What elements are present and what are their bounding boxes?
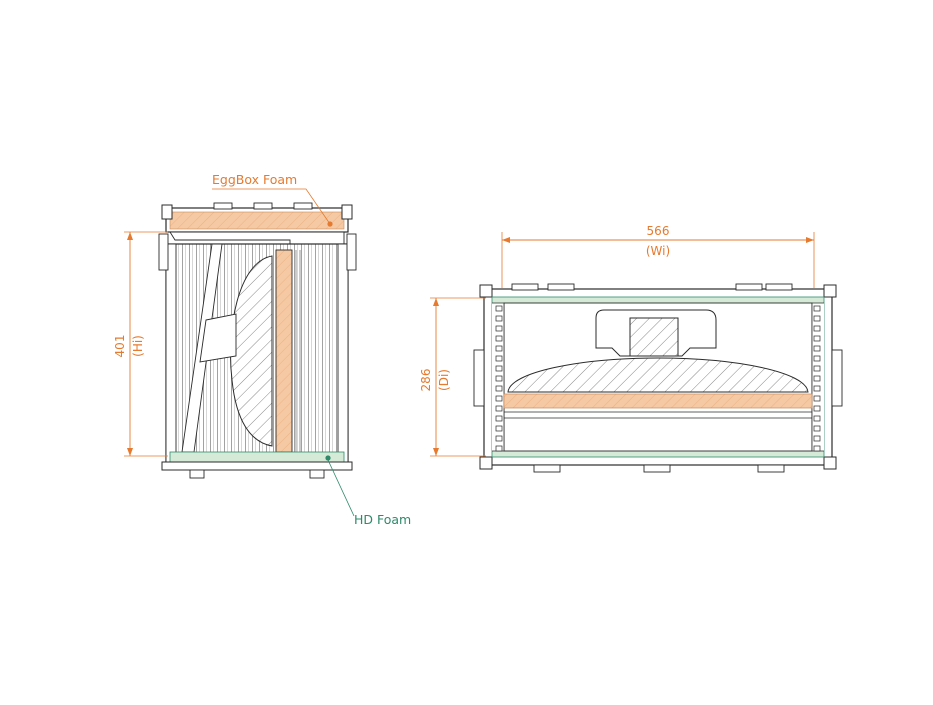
rib-tooth <box>813 435 821 442</box>
rib-tooth <box>495 355 503 362</box>
depth-code: (Di) <box>437 369 451 391</box>
height-code: (Hi) <box>131 335 145 357</box>
rib-tooth <box>495 425 503 432</box>
rib-tooth <box>495 415 503 422</box>
rib-tooth <box>813 415 821 422</box>
rib-tooth <box>813 425 821 432</box>
rib-tooth <box>813 405 821 412</box>
side-view-corner-tr <box>341 204 353 220</box>
front-view-eggbox-foam <box>503 393 813 409</box>
rib-tooth <box>495 375 503 382</box>
rib-tooth <box>495 315 503 322</box>
side-view-lid-hardware-1 <box>213 202 233 210</box>
rib-tooth <box>495 435 503 442</box>
rib-tooth <box>813 355 821 362</box>
rib-tooth <box>495 365 503 372</box>
side-view-eggbox-foam <box>169 211 345 230</box>
rib-tooth <box>813 305 821 312</box>
rib-tooth <box>495 405 503 412</box>
side-view-foam-column <box>275 249 293 453</box>
rib-tooth <box>495 305 503 312</box>
front-view-corner-br <box>823 456 837 470</box>
side-view-disk-section <box>230 255 273 447</box>
front-view-top-hardware-4 <box>765 283 793 291</box>
side-view-wall-left <box>165 243 177 467</box>
rib-tooth <box>495 345 503 352</box>
front-view-rib-teeth-right <box>813 305 821 452</box>
side-view-support-bar <box>199 313 237 363</box>
rib-tooth <box>813 385 821 392</box>
rib-tooth <box>813 315 821 322</box>
rib-tooth <box>495 385 503 392</box>
depth-dimension: 286 (Di) <box>419 297 486 457</box>
front-view-foot-1 <box>533 464 561 473</box>
side-view-bracket <box>169 231 345 245</box>
hd-foam-callout: HD Foam <box>327 459 411 527</box>
width-code: (Wi) <box>646 244 670 258</box>
rib-tooth <box>813 335 821 342</box>
front-view-handle-right <box>831 349 843 407</box>
front-view-disk-section <box>507 357 809 393</box>
front-view-corner-tl <box>479 284 493 298</box>
side-view-lid-hardware-3 <box>293 202 313 210</box>
side-view-hd-foam-marker <box>325 455 331 461</box>
front-view-foot-2 <box>643 464 671 473</box>
front-view-corner-tr <box>823 284 837 298</box>
side-view <box>158 202 357 479</box>
rib-tooth <box>813 325 821 332</box>
side-view-foot-left <box>189 469 205 479</box>
rib-tooth <box>813 345 821 352</box>
front-view <box>473 283 843 473</box>
side-view-foot-right <box>309 469 325 479</box>
front-view-device-block <box>629 317 679 357</box>
rib-tooth <box>813 445 821 452</box>
hd-foam-label: HD Foam <box>354 512 411 527</box>
side-view-latch-right <box>346 233 357 271</box>
rib-tooth <box>813 375 821 382</box>
front-view-top-hardware-1 <box>511 283 539 291</box>
front-view-rib-teeth-left <box>495 305 503 452</box>
rib-tooth <box>813 395 821 402</box>
rib-tooth <box>813 365 821 372</box>
rib-tooth <box>495 445 503 452</box>
side-view-latch-left <box>158 233 169 271</box>
front-view-handle-left <box>473 349 485 407</box>
front-view-foot-3 <box>757 464 785 473</box>
side-view-base <box>161 461 353 471</box>
side-view-lid-hardware-2 <box>253 202 273 210</box>
height-value: 401 <box>113 335 127 358</box>
width-dimension: 566 (Wi) <box>501 224 815 288</box>
side-view-corner-tl <box>161 204 173 220</box>
eggbox-foam-callout: EggBox Foam <box>212 172 331 225</box>
depth-value: 286 <box>419 369 433 392</box>
front-view-top-hardware-2 <box>547 283 575 291</box>
width-value: 566 <box>647 224 670 238</box>
height-dimension: 401 (Hi) <box>113 231 168 457</box>
rib-tooth <box>495 395 503 402</box>
eggbox-foam-label: EggBox Foam <box>212 172 297 187</box>
front-view-top-hardware-3 <box>735 283 763 291</box>
side-view-wall-right <box>337 243 349 467</box>
rib-tooth <box>495 325 503 332</box>
front-view-corner-bl <box>479 456 493 470</box>
rib-tooth <box>495 335 503 342</box>
